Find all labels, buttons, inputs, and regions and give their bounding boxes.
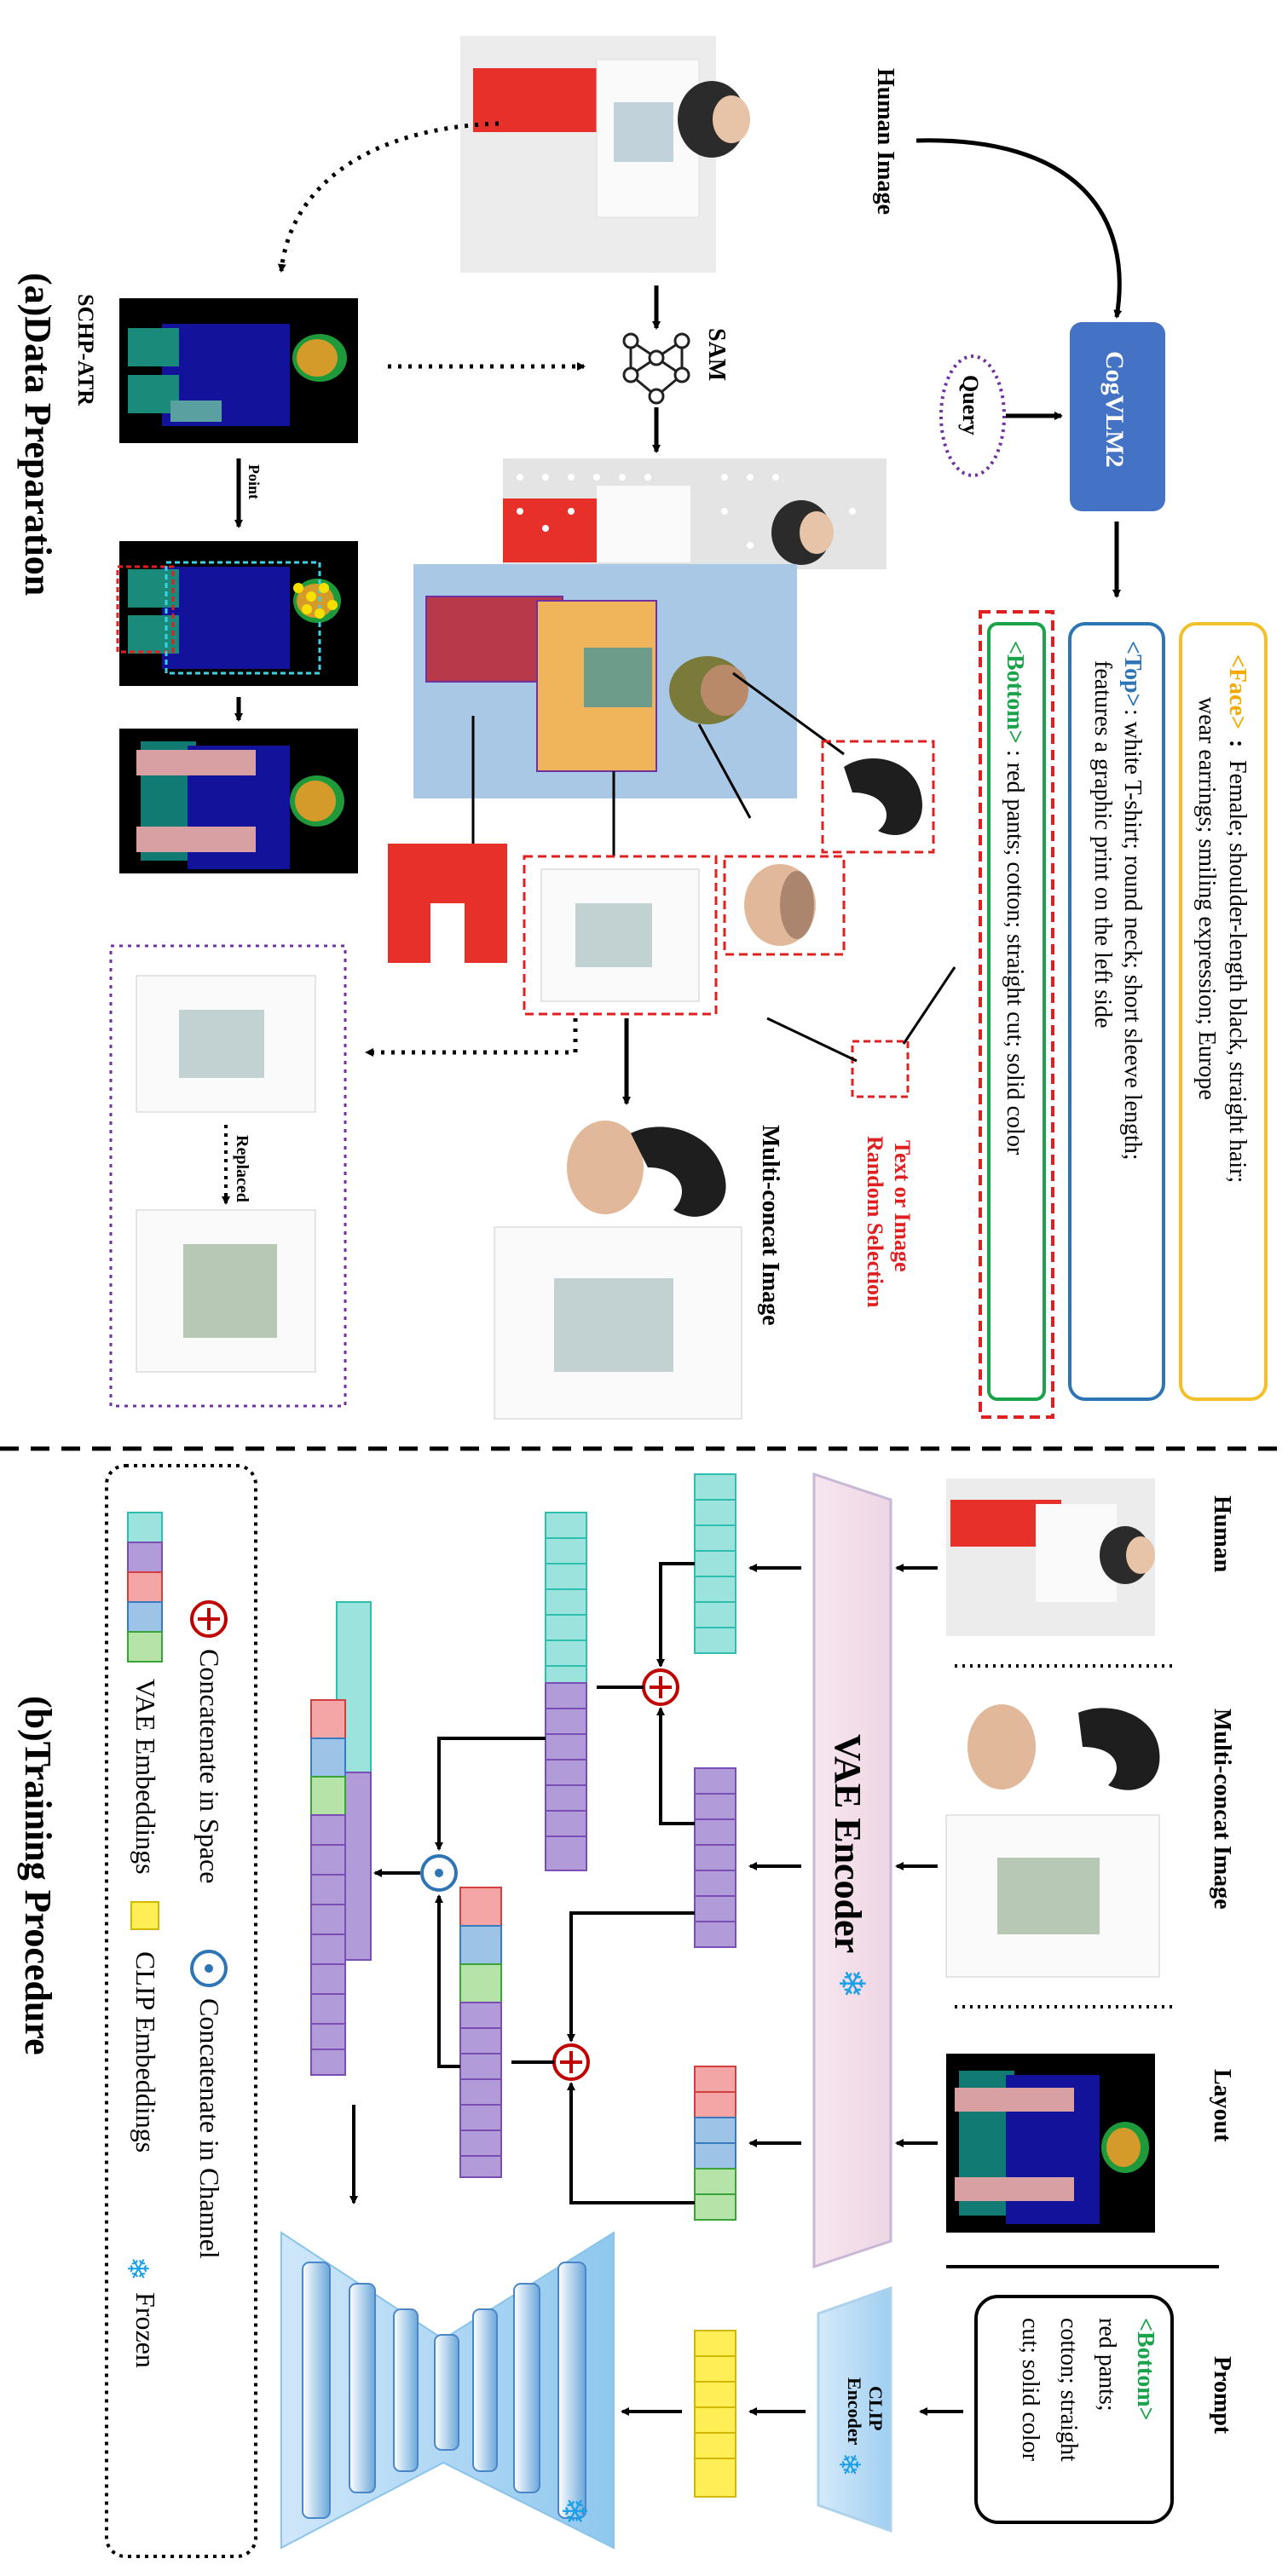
line-space1-to-channel — [435, 1737, 546, 1851]
top-crop-box — [523, 855, 718, 1016]
human-image-label: Human Image — [872, 68, 898, 215]
random-selection-line2: Random Selection — [863, 1136, 887, 1308]
multiconcat-label-a: Multi-concat Image — [757, 1125, 783, 1326]
space-concat-embedding-1 — [545, 1512, 587, 1871]
space-concat-embedding-2 — [459, 1887, 502, 2178]
top-line2: features a graphic print on the left sid… — [1089, 660, 1116, 1029]
multiconcat-embedding — [694, 1767, 736, 1948]
clip-embedding — [694, 2330, 736, 2498]
random-to-text-line — [902, 966, 956, 1045]
unet-frozen-icon: ❄ — [555, 2497, 593, 2526]
point-label: Point — [245, 464, 263, 499]
unet-blocks — [302, 2262, 586, 2519]
multiconcat-image-a — [494, 1121, 742, 1420]
legend-concat-channel: Concatenate in Channel — [194, 1998, 225, 2259]
face-tag: <Face> — [1224, 654, 1250, 729]
clip-label-line2: Encoder — [844, 2377, 865, 2446]
vae-frozen-icon: ❄ — [831, 1968, 870, 1998]
face-line1: Female; shoulder-length black, straight … — [1224, 760, 1250, 1183]
legend-vae-embeddings: VAE Embeddings — [130, 1679, 161, 1875]
layout-label-b: Layout — [1209, 2069, 1235, 2142]
bottom-outer-dashed-box — [979, 610, 1054, 1419]
vae-encoder — [812, 1472, 892, 2269]
bottom-text-box — [987, 622, 1046, 1401]
replaced-box — [109, 944, 347, 1408]
face-line2: wear earrings; smiling expression; Europ… — [1193, 697, 1220, 1100]
cogvlm-box — [1070, 322, 1165, 511]
clip-label-line1: CLIP — [865, 2386, 887, 2431]
clip-encoder — [817, 2285, 892, 2533]
cogvlm-label: CogVLM2 — [1100, 351, 1129, 468]
human-image — [460, 36, 750, 273]
vae-encoder-label: VAE Encoder — [827, 1734, 869, 1953]
top-text-box — [1068, 622, 1165, 1401]
arrow-human-to-cogvlm — [915, 138, 1123, 319]
random-to-seg-line — [766, 1017, 858, 1063]
face-text-box — [1179, 622, 1268, 1401]
hair-crop-image — [844, 758, 922, 835]
legend-concat-space: Concatenate in Space — [194, 1649, 225, 1883]
replaced-label: Replaced — [233, 1135, 251, 1202]
legend-clip-swatch — [130, 1901, 159, 1930]
sam-label: SAM — [703, 328, 730, 381]
section-a-title: (a)Data Preparation — [17, 273, 59, 596]
sam-points-image — [503, 458, 887, 569]
layout-image-b — [946, 2054, 1155, 2233]
line-space2-to-channel — [435, 1894, 460, 2068]
schp-parsing-image — [119, 298, 358, 443]
legend-concat-space-icon — [190, 1600, 228, 1638]
human-label-b: Human — [1209, 1495, 1235, 1573]
legend-frozen-icon: ❄ — [121, 2256, 153, 2281]
sam-icon — [622, 332, 690, 405]
segmentation-image — [413, 564, 797, 798]
legend-box — [105, 1464, 257, 2558]
legend-frozen: Frozen — [130, 2292, 161, 2368]
query-bubble — [939, 354, 1006, 477]
face-crop-image — [744, 864, 816, 946]
human-embedding — [694, 1473, 736, 1654]
prompt-tag: <Bottom> — [1132, 2318, 1158, 2421]
top-line1: : white T-shirt; round neck; short sleev… — [1119, 709, 1146, 1161]
section-b-title: (b)Training Procedure — [17, 1696, 59, 2055]
bottom-text: : red pants; cotton; straight cut; solid… — [1002, 750, 1028, 1155]
multiconcat-image-b — [945, 1704, 1160, 1978]
legend-concat-channel-icon — [190, 1950, 228, 1987]
schp-label: SCHP-ATR — [73, 294, 98, 406]
multiconcat-label-b: Multi-concat Image — [1209, 1709, 1235, 1910]
query-label: Query — [958, 375, 983, 435]
prompt-line1: red pants; — [1094, 2318, 1120, 2412]
random-selection-line1: Text or Image — [890, 1140, 915, 1272]
replaced-original-tshirt — [136, 975, 316, 1113]
top-crop-image — [540, 868, 700, 1002]
schp-points-image — [116, 541, 358, 686]
face-crop-box — [723, 855, 846, 956]
prompt-line3: cut; solid color — [1017, 2318, 1043, 2462]
concat-space-icon-1 — [642, 1668, 679, 1706]
concat-channel-icon — [420, 1854, 458, 1892]
legend-clip-embeddings: CLIP Embeddings — [130, 1951, 161, 2152]
hair-crop-box — [821, 740, 935, 854]
top-tag: <Top> — [1119, 641, 1146, 707]
prompt-box — [974, 2295, 1174, 2524]
line-layout-emb-to-space-2 — [567, 2082, 695, 2204]
line-multi-emb-to-space — [656, 1707, 695, 1825]
legend-vae-stack — [127, 1512, 163, 1663]
random-selection-box — [851, 1040, 910, 1098]
layout-embedding — [694, 2066, 736, 2221]
bottom-crop-image — [388, 844, 507, 963]
arrow-top-to-replaced — [365, 1018, 578, 1057]
bottom-tag: <Bottom> — [1002, 641, 1028, 744]
face-colon: : — [1224, 740, 1250, 747]
clip-frozen-icon: ❄ — [833, 2452, 864, 2477]
line-multi-emb-to-space-2 — [567, 1911, 695, 2043]
seg-to-face-line — [697, 723, 752, 819]
concat-space-icon-2 — [552, 2043, 590, 2081]
channel-concat-embedding — [310, 1601, 372, 2076]
prompt-line2: cotton; straight — [1055, 2318, 1082, 2462]
prompt-label-b: Prompt — [1209, 2356, 1235, 2435]
layout-image — [119, 729, 358, 873]
line-human-emb-to-space — [656, 1562, 695, 1668]
replaced-new-tshirt — [136, 1209, 316, 1373]
human-image-b — [946, 1478, 1155, 1636]
